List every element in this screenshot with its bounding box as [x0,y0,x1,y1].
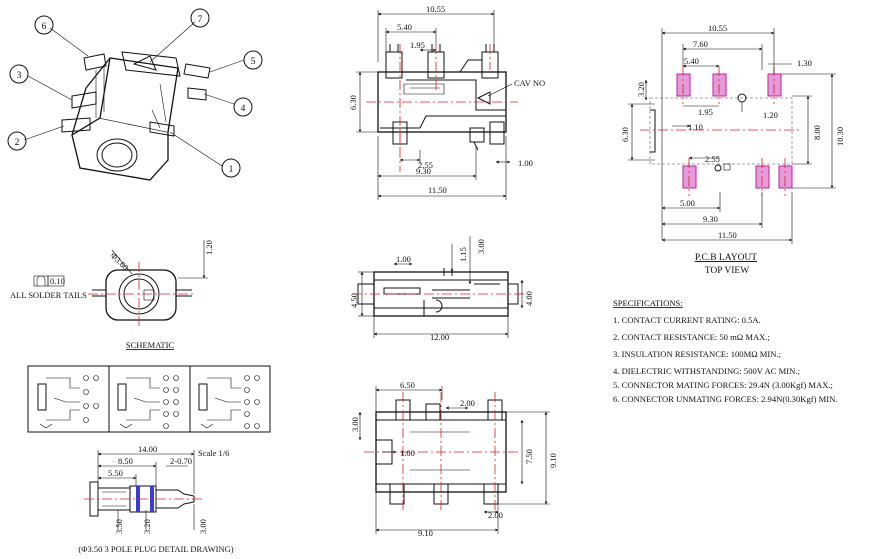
dim-plug-320: 3.20 [142,519,152,534]
callout-2: 2 [7,131,27,151]
pcb-pad [676,73,691,97]
callout-1: 1 [221,158,241,178]
dim-plug-2070: 2-0.70 [170,456,192,466]
bottom-view: 6.50 2.00 3.00 1.00 7.50 9.10 2.00 9.10 [350,380,558,538]
dim-schematic-diameter: Φ3.60 [109,250,131,272]
svg-text:5: 5 [251,57,256,67]
dim-plug-350: 3.50 [114,519,124,534]
dim-pcb-110: 1.10 [688,122,703,132]
pcb-pad [755,165,770,189]
solder-tail-label: ALL SOLDER TAILS [10,290,87,300]
dim-pcb-130: 1.30 [797,58,812,68]
dim-pcb-1055: 10.55 [708,23,727,33]
dim-side-450: 4.50 [349,293,359,308]
spec-item: 5. CONNECTOR MATING FORCES: 29.4N (3.00K… [613,380,833,390]
solder-value: 0.10 [50,276,65,286]
dim-bottom-650: 6.50 [400,380,415,390]
dim-pcb-630: 6.30 [620,127,630,142]
pcb-pad [778,165,793,189]
pcb-title: P.C.B LAYOUT [695,253,757,263]
dim-pcb-255: 2.55 [705,154,720,164]
plug-caption: (Φ3.50 3 POLE PLUG DETAIL DRAWING) [78,544,233,554]
dim-front-255: 2.55 [418,160,433,170]
specifications: SPECIFICATIONS: 1. CONTACT CURRENT RATIN… [613,298,837,404]
dim-front-1150: 11.50 [428,185,447,195]
dim-bottom-100: 1.00 [400,448,415,458]
spec-item: 3. INSULATION RESISTANCE: 100MΩ MIN.; [613,349,781,359]
svg-text:6: 6 [42,22,47,32]
dim-pcb-930: 9.30 [703,214,718,224]
cav-label: CAV NO [514,78,545,88]
svg-text:2: 2 [15,138,20,148]
dim-pcb-195: 1.95 [698,107,713,117]
dim-pcb-320: 3.20 [636,82,646,97]
wiring-panel-3 [198,375,260,429]
side-view: 1.00 1.15 3.00 4.50 4.00 12.00 [349,236,534,342]
front-view: CAV NO 10.55 5.40 1.95 6.30 2.55 9.30 11… [348,4,545,200]
schematic-title: SCHEMATIC [126,340,175,350]
plug-scale: Scale 1/6 [198,448,229,458]
dim-pcb-760: 7.60 [693,39,708,49]
svg-text:3: 3 [17,71,22,81]
dim-front-630: 6.30 [348,95,358,110]
svg-text:1: 1 [229,165,234,175]
dim-front-1055: 10.55 [426,4,445,14]
callout-5: 5 [243,50,263,70]
dim-bottom-750: 7.50 [524,449,534,464]
dim-pcb-1030: 10.30 [835,127,845,146]
dim-side-400: 4.00 [524,291,534,306]
dim-plug-1400: 14.00 [138,444,157,454]
wiring-panel-2 [117,375,179,429]
spec-heading: SPECIFICATIONS: [613,298,683,308]
spec-item: 6. CONNECTOR UNMATING FORCES: 2.94N(0.30… [613,394,837,404]
svg-text:7: 7 [198,15,203,25]
dim-front-195: 1.95 [410,40,425,50]
dim-schematic-120: 1.20 [204,240,214,255]
dim-side-1200: 12.00 [430,332,449,342]
callout-7: 7 [190,8,210,28]
dim-plug-300: 3.00 [198,519,208,534]
dim-pcb-800: 8.00 [812,125,822,140]
callout-4: 4 [233,97,253,117]
spec-item: 2. CONTACT RESISTANCE: 50 mΩ MAX.; [613,332,770,342]
pcb-pad [682,165,697,189]
callout-3: 3 [9,64,29,84]
callout-6: 6 [34,15,54,35]
dim-plug-550: 5.50 [108,468,123,478]
pcb-pad [712,73,727,97]
isometric-view: 6 7 5 3 4 2 1 [7,8,263,181]
dim-bottom-910h: 9.10 [418,528,433,538]
dim-pcb-500: 5.00 [680,198,695,208]
dim-front-540: 5.40 [397,22,412,32]
dim-pcb-120: 1.20 [763,110,778,120]
pcb-pad [767,73,782,97]
dim-plug-850: 8.50 [118,456,133,466]
dim-bottom-910v: 9.10 [548,453,558,468]
dim-side-115: 1.15 [458,247,468,262]
dim-front-100: 1.00 [518,158,533,168]
svg-text:4: 4 [241,104,246,114]
dim-pcb-540: 5.40 [684,56,699,66]
dim-side-300: 3.00 [476,239,486,254]
dim-bottom-200b: 2.00 [488,510,503,520]
wiring-panel-1 [37,375,99,429]
spec-item: 1. CONTACT CURRENT RATING: 0.5A. [613,315,761,325]
pcb-subtitle: TOP VIEW [705,266,749,276]
dim-bottom-200a: 2.00 [460,398,475,408]
dim-front-930: 9.30 [416,166,431,176]
dim-side-100: 1.00 [396,254,411,264]
dim-pcb-1150: 11.50 [718,230,737,240]
schematic-view: 1.20 Φ3.60 0.10 ALL SOLDER TAILS SCHEMAT… [10,240,214,350]
wiring-diagrams [27,365,271,433]
dim-bottom-300: 3.00 [350,417,360,432]
spec-item: 4. DIELECTRIC WITHSTANDING: 500V AC MIN.… [613,366,800,376]
pcb-layout: 10.55 7.60 5.40 1.30 3.20 6.30 1.95 1.20… [620,23,845,276]
plug-detail: 14.00 8.50 5.50 2-0.70 Scale 1/6 3.50 3.… [78,444,233,554]
